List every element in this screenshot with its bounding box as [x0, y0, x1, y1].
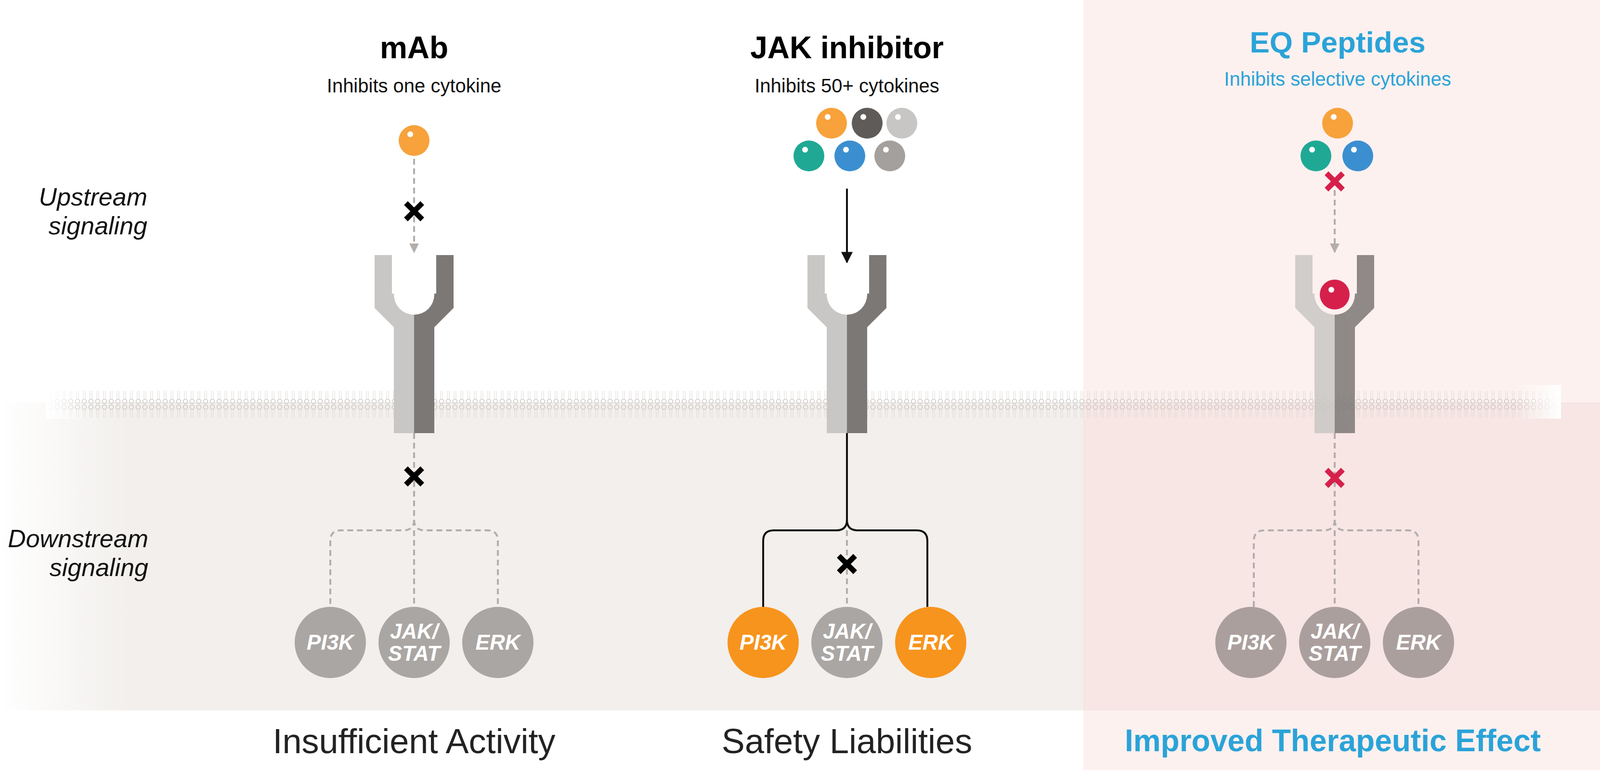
- pathway-circle: JAK/ STAT: [811, 607, 883, 679]
- column-title: mAb: [379, 30, 449, 66]
- pathway-name: JAK/ STAT: [384, 620, 444, 665]
- downstream-bracket: [330, 433, 498, 608]
- pathway-circle: PI3K: [727, 607, 799, 679]
- cytoplasm-ground: [0, 402, 1084, 711]
- block-mark: [405, 468, 423, 485]
- pathway-circle: PI3K: [294, 607, 366, 679]
- cytokine: [816, 107, 847, 139]
- block-mark: [405, 203, 423, 220]
- pathway-name: ERK: [1388, 631, 1449, 654]
- signal-line: [413, 158, 416, 253]
- binding-pocket: [1314, 274, 1355, 315]
- cytokine: [851, 107, 883, 139]
- cytokine: [398, 125, 430, 157]
- eq-peptide: [1319, 279, 1350, 310]
- block-mark: [1326, 469, 1343, 487]
- cytokine: [874, 140, 906, 172]
- pathway-circle: JAK/ STAT: [378, 607, 450, 679]
- cytokine: [1342, 140, 1374, 172]
- block-mark: [838, 556, 856, 573]
- row-label: Downstream signaling: [2, 524, 149, 583]
- pathway-name: JAK/ STAT: [817, 620, 877, 665]
- signal-arrow: [845, 188, 848, 263]
- signal-line: [1333, 190, 1336, 253]
- pathway-name: PI3K: [1221, 631, 1281, 654]
- pathway-circle: ERK: [462, 607, 534, 679]
- mab-column: [330, 125, 498, 608]
- pathway-circle: JAK/ STAT: [1299, 607, 1371, 679]
- block-mark: [1326, 173, 1343, 190]
- outcome-label: Safety Liabilities: [721, 721, 973, 762]
- pathway-circle: ERK: [1382, 607, 1455, 679]
- column-title: EQ Peptides: [1249, 25, 1426, 60]
- blocked-branch: [845, 530, 848, 608]
- row-label: Upstream signaling: [2, 182, 148, 241]
- cytokine: [834, 140, 866, 172]
- pathway-circle: ERK: [895, 607, 967, 679]
- outcome-label: Improved Therapeutic Effect: [1124, 723, 1541, 760]
- column-subtitle: Inhibits one cytokine: [326, 74, 502, 97]
- binding-pocket: [826, 274, 868, 315]
- cytokine: [886, 107, 918, 139]
- binding-pocket: [393, 274, 435, 315]
- downstream-bracket: [1253, 433, 1419, 608]
- eq-column: [1253, 107, 1419, 608]
- pathway-circle: PI3K: [1215, 607, 1287, 679]
- pathway-name: JAK/ STAT: [1304, 620, 1365, 665]
- highlight: [1328, 286, 1335, 293]
- cytokine: [1322, 107, 1353, 139]
- column-title: JAK inhibitor: [750, 30, 944, 66]
- pathway-name: ERK: [900, 631, 961, 654]
- pathway-name: ERK: [468, 631, 528, 654]
- column-subtitle: Inhibits 50+ cytokines: [754, 74, 940, 97]
- receptor: [807, 255, 887, 434]
- jak-column: [763, 107, 928, 608]
- cytokine: [1300, 140, 1332, 172]
- downstream-bracket: [763, 433, 928, 608]
- highlight-panel-lower: [1083, 402, 1600, 711]
- pathway-name: PI3K: [733, 631, 794, 654]
- receptor: [1295, 255, 1375, 434]
- outcome-label: Insufficient Activity: [273, 721, 556, 762]
- receptor: [374, 255, 454, 434]
- column-subtitle: Inhibits selective cytokines: [1223, 67, 1451, 91]
- cytokine: [793, 140, 825, 172]
- pathway-name: PI3K: [300, 631, 361, 654]
